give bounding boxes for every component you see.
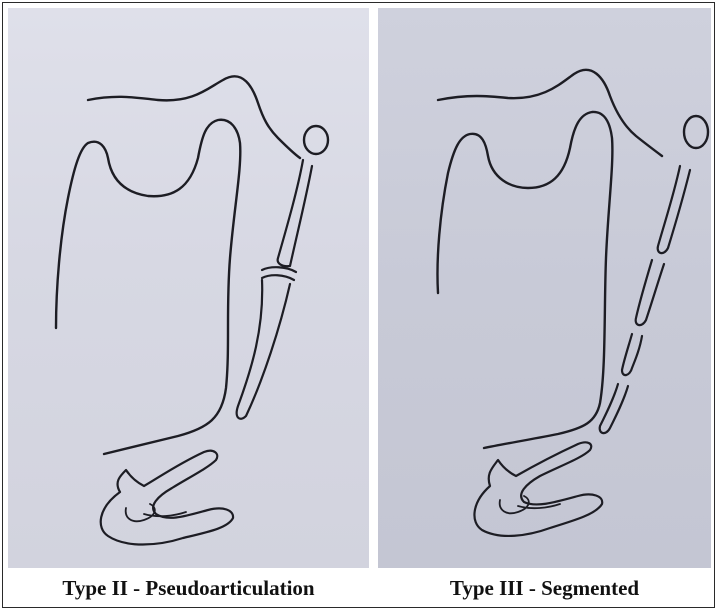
bottom-coil — [474, 442, 602, 536]
panel-type-ii-sketch — [8, 8, 369, 568]
segment-2 — [636, 260, 664, 325]
upper-rod — [278, 160, 312, 266]
lower-rod — [237, 280, 290, 419]
segment-1 — [658, 166, 690, 253]
caption-type-ii: Type II - Pseudoarticulation — [8, 576, 369, 601]
round-ossicle — [304, 126, 328, 154]
panel-type-iii-sketch — [378, 8, 711, 568]
segment-3 — [622, 334, 642, 375]
segment-4 — [600, 384, 628, 433]
segmented-drawing — [378, 8, 711, 568]
round-ossicle — [684, 116, 708, 148]
outer-contour — [88, 76, 300, 158]
left-contour — [56, 120, 240, 454]
joint-line — [262, 267, 296, 272]
outer-contour — [438, 70, 662, 156]
pseudoarticulation-drawing — [8, 8, 369, 568]
caption-type-iii: Type III - Segmented — [378, 576, 711, 601]
left-contour — [437, 112, 612, 448]
joint-line-lower — [262, 275, 294, 280]
bottom-coil — [101, 451, 233, 545]
